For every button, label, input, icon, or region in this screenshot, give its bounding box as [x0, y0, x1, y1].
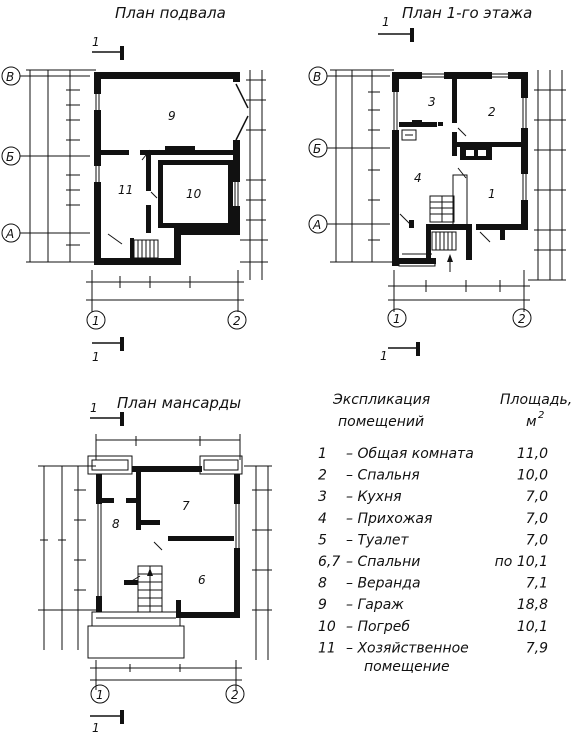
legend-row-name: – Спальня — [346, 468, 420, 484]
legend-row-name: – Гараж — [346, 597, 404, 613]
legend-row-area: 7,0 — [526, 511, 548, 527]
legend-header-right: Площадь, — [500, 392, 572, 408]
legend-row-area: 10,0 — [517, 468, 548, 484]
room-label: 11 — [118, 183, 133, 197]
room-label: 9 — [168, 109, 176, 123]
svg-text:1: 1 — [380, 349, 388, 363]
first-floor-plan: 1 1 В Б А — [308, 15, 566, 363]
svg-text:Б: Б — [6, 150, 14, 164]
legend-header-left: Экспликация — [332, 392, 430, 408]
svg-text:Б: Б — [313, 142, 321, 156]
svg-text:В: В — [313, 70, 321, 84]
legend-row-area: 7,0 — [526, 532, 548, 548]
section-mark-top: 1 — [90, 401, 124, 426]
room-explication-table: Экспликация помещений Площадь, м 2 1 – Об… — [318, 392, 572, 675]
room-label: 1 — [488, 187, 496, 201]
svg-text:2: 2 — [231, 688, 239, 702]
basement-plan: 1 1 В Б А — [1, 35, 268, 364]
legend-header-left-2: помещений — [338, 414, 424, 430]
legend-row-area: 7,9 — [526, 640, 548, 656]
axis-marker-2: 2 — [225, 684, 245, 704]
axis-marker-v: В — [308, 66, 390, 86]
legend-row-number: 2 — [318, 468, 327, 484]
legend-row-number: 6,7 — [318, 554, 340, 570]
svg-text:1: 1 — [92, 350, 100, 364]
room-label: 8 — [112, 517, 120, 531]
svg-text:1: 1 — [382, 15, 390, 29]
room-label: 4 — [414, 171, 422, 185]
svg-text:А: А — [312, 218, 321, 232]
legend-row-name: – Туалет — [346, 532, 409, 548]
legend-row-number: 9 — [318, 597, 327, 613]
room-label: 2 — [488, 105, 496, 119]
legend-row-name: – Прихожая — [346, 511, 432, 527]
svg-text:В: В — [6, 70, 14, 84]
legend-row-area: 11,0 — [517, 446, 548, 462]
legend-row-name: – Спальни — [346, 554, 420, 570]
legend-row-name: – Погреб — [346, 619, 410, 635]
axis-marker-2: 2 — [227, 310, 247, 330]
legend-row-area: 18,8 — [517, 597, 548, 613]
section-mark-bottom: 1 — [380, 342, 420, 363]
section-mark-bottom: 1 — [90, 710, 124, 735]
legend-row-number: 4 — [318, 511, 327, 527]
legend-row-area: 7,1 — [526, 576, 548, 592]
legend-row-number: 10 — [318, 619, 336, 635]
legend-header-unit: м — [526, 414, 537, 430]
attic-plan-title: План мансарды — [117, 394, 241, 412]
attic-plan: 1 1 — [38, 401, 272, 735]
svg-text:1: 1 — [96, 688, 104, 702]
legend-row-number: 8 — [318, 576, 327, 592]
legend-header-unit-sup: 2 — [538, 410, 544, 421]
svg-text:1: 1 — [92, 314, 100, 328]
section-mark-bottom: 1 — [92, 337, 124, 364]
legend-row-area: по 10,1 — [495, 554, 548, 570]
svg-text:1: 1 — [92, 721, 100, 735]
room-label: 3 — [428, 95, 436, 109]
room-label: 7 — [182, 499, 190, 513]
svg-text:2: 2 — [233, 314, 241, 328]
legend-row-name: – Веранда — [346, 576, 421, 592]
first-floor-plan-title: План 1-го этажа — [402, 4, 532, 22]
legend-row-number: 5 — [318, 532, 327, 548]
axis-marker-2: 2 — [512, 308, 532, 328]
axis-marker-1: 1 — [90, 684, 110, 704]
svg-text:1: 1 — [92, 35, 100, 49]
axis-marker-1: 1 — [86, 310, 106, 330]
legend-row-continuation: помещение — [364, 659, 450, 675]
svg-text:А: А — [5, 227, 14, 241]
legend-row-area: 7,0 — [526, 489, 548, 505]
svg-text:1: 1 — [393, 312, 401, 326]
legend-row-name: – Кухня — [346, 489, 402, 505]
room-label: 10 — [186, 187, 202, 201]
legend-row-number: 1 — [318, 446, 327, 462]
svg-text:2: 2 — [518, 312, 526, 326]
axis-marker-1: 1 — [387, 308, 407, 328]
section-mark-top: 1 — [92, 35, 124, 60]
section-mark-top: 1 — [378, 15, 414, 42]
room-label: 6 — [198, 573, 206, 587]
legend-row-name: – Хозяйственное — [346, 640, 469, 656]
legend-row-area: 10,1 — [517, 619, 548, 635]
legend-row-name: – Общая комната — [346, 446, 474, 462]
legend-row-number: 11 — [318, 640, 336, 656]
axis-marker-v: В — [1, 66, 90, 86]
legend-row-number: 3 — [318, 489, 327, 505]
svg-text:1: 1 — [90, 401, 98, 415]
basement-plan-title: План подвала — [115, 4, 226, 22]
